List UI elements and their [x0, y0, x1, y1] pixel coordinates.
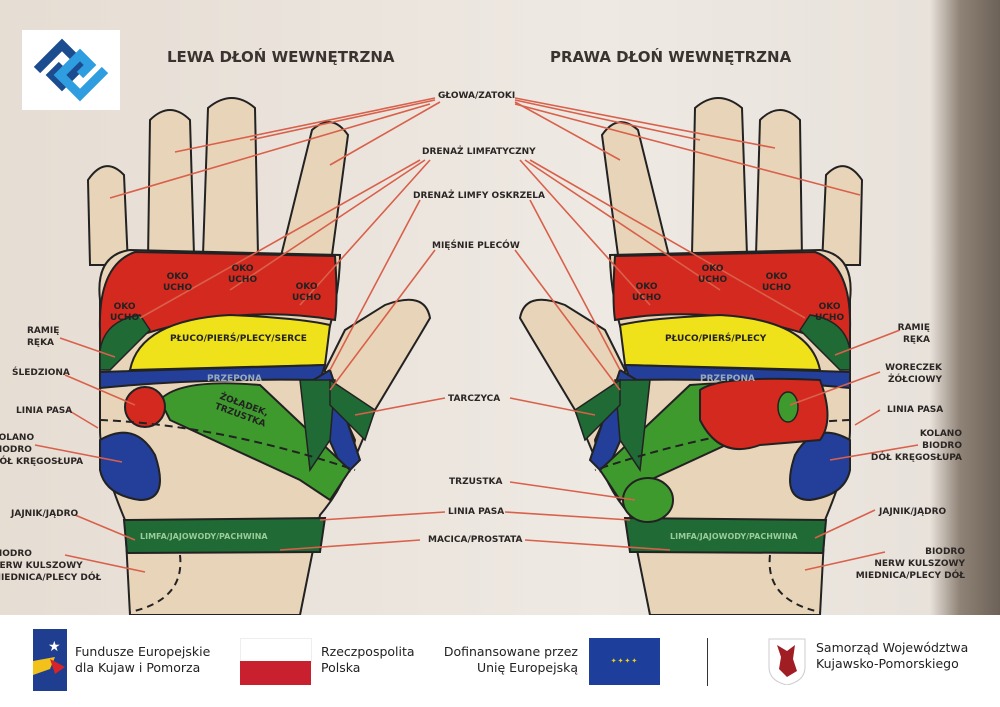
- eu-flag-icon: ✦✦✦✦: [589, 638, 660, 685]
- left-label-sledziona: ŚLEDZIONA: [12, 368, 70, 378]
- left-label-ramie: RAMIĘ RĘKA: [27, 326, 60, 348]
- left-hand-title: LEWA DŁOŃ WEWNĘTRZNA: [167, 48, 395, 66]
- label-trzustka: TRZUSTKA: [449, 477, 503, 487]
- left-zone-oko-ucho-3: OKO UCHO: [228, 264, 258, 285]
- pointer-arrows: [34, 97, 919, 573]
- right-hand-title: PRAWA DŁOŃ WEWNĘTRZNA: [550, 48, 792, 66]
- kujawsko-pomorskie-coat-of-arms-icon: [768, 638, 806, 685]
- right-label-biodro: BIODRO NERW KULSZOWY MIEDNICA/PLECY DÓŁ: [855, 547, 965, 581]
- hands-diagram: [34, 97, 919, 615]
- right-label-woreczek: WORECZEK ŻÓŁCIOWY: [885, 363, 942, 385]
- left-label-linia-pasa: LINIA PASA: [16, 406, 73, 416]
- logo-mark-icon: [33, 38, 109, 102]
- gallbladder-spot: [777, 391, 799, 423]
- right-zone-oko-ucho-4: OKO UCHO: [815, 302, 845, 323]
- left-zone-pluco: PŁUCO/PIERŚ/PLECY/SERCE: [170, 334, 307, 344]
- divider: [707, 638, 708, 686]
- label-glowa-zatoki: GŁOWA/ZATOKI: [438, 91, 516, 101]
- left-zone-przepona: PRZEPONA: [207, 374, 262, 384]
- right-zone-limfa: LIMFA/JAJOWODY/PACHWINA: [670, 532, 798, 541]
- left-zone-limfa: LIMFA/JAJOWODY/PACHWINA: [140, 532, 268, 541]
- label-macica-prostata: MACICA/PROSTATA: [428, 535, 523, 545]
- poland-flag-red: [240, 661, 311, 685]
- gallbladder-zone: [699, 377, 829, 450]
- fe-logo-icon: ★: [33, 629, 67, 691]
- left-label-biodro: BIODRO NERW KULSZOWY MIEDNICA/PLECY DÓŁ: [0, 549, 102, 583]
- left-zone-oko-ucho-4: OKO UCHO: [292, 282, 322, 303]
- left-zone-oko-ucho-1: OKO UCHO: [110, 302, 140, 323]
- reflexology-poster: LEWA DŁOŃ WEWNĘTRZNA PRAWA DŁOŃ WEWNĘTRZ…: [0, 0, 1000, 615]
- label-drenaz-limfatyczny: DRENAŻ LIMFATYCZNY: [422, 147, 536, 157]
- left-label-kolano: KOLANO BIODRO DÓŁ KRĘGOSŁUPA: [0, 433, 84, 467]
- left-zone-oko-ucho-2: OKO UCHO: [163, 272, 193, 293]
- right-label-kolano: KOLANO BIODRO DÓŁ KRĘGOSŁUPA: [870, 429, 962, 463]
- right-zone-przepona: PRZEPONA: [700, 374, 755, 384]
- right-zone-oko-ucho-3: OKO UCHO: [762, 272, 792, 293]
- right-zone-pluco: PŁUCO/PIERŚ/PLECY: [665, 334, 767, 344]
- label-drenaz-limfy-oskrzela: DRENAŻ LIMFY OSKRZELA: [413, 191, 545, 201]
- right-label-linia-pasa: LINIA PASA: [887, 405, 944, 415]
- pancreas-zone: [622, 477, 674, 523]
- label-linia-pasa: LINIA PASA: [448, 507, 505, 517]
- partnerstwo-logo: [22, 30, 120, 110]
- svg-text:★: ★: [48, 639, 61, 655]
- right-zone-oko-ucho-1: OKO UCHO: [632, 282, 662, 303]
- right-label-jajnik: JAJNIK/JĄDRO: [879, 507, 947, 517]
- right-zone-oko-ucho-2: OKO UCHO: [698, 264, 728, 285]
- left-label-jajnik: JAJNIK/JĄDRO: [11, 509, 79, 519]
- label-miesnie-plecow: MIĘŚNIE PLECÓW: [432, 241, 520, 251]
- poland-flag-white: [240, 638, 312, 663]
- right-label-ramie: RAMIĘ RĘKA: [897, 323, 930, 345]
- label-tarczyca: TARCZYCA: [448, 394, 501, 404]
